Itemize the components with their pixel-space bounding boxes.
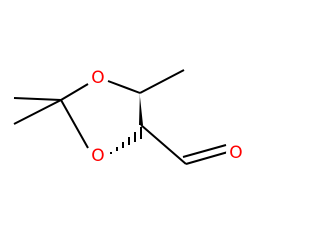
bond-cho-o-double-2 [182,144,227,158]
atom-o3: O [88,146,108,166]
bond-c2-methyl-upper [13,97,62,101]
bond-c5-cho [140,124,187,165]
bond-c2-o1 [60,83,89,101]
bond-c2-o3 [60,99,89,149]
atom-o1: O [88,68,108,88]
bond-o1-c4 [107,80,141,94]
hashed-bond-o3-c5 [110,127,142,154]
molecule-canvas: O O O [13,68,246,166]
molecule-structure: O O O [13,68,246,166]
atom-o2-label: O [229,143,242,163]
wedge-bond-c5-c4 [139,90,143,125]
atom-o3-label: O [91,146,104,166]
bond-c2-methyl-lower [13,99,62,125]
atom-o1-label: O [91,68,104,88]
bond-c4-methyl [139,69,185,94]
bond-cho-o-double-1 [185,151,229,165]
atom-o2: O [226,143,246,163]
